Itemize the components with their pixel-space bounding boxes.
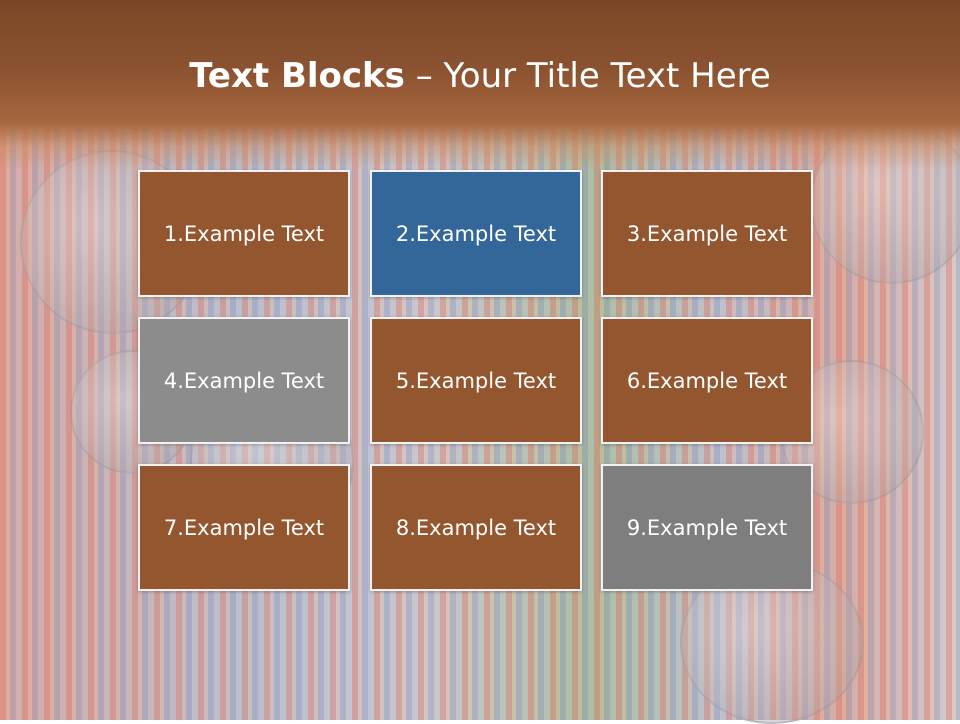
- text-block-label: 8.Example Text: [395, 515, 557, 540]
- text-block-label: 4.Example Text: [163, 368, 325, 393]
- text-block-label: 6.Example Text: [626, 368, 788, 393]
- text-block-2[interactable]: 2.Example Text: [370, 170, 582, 297]
- text-block-label: 1.Example Text: [163, 221, 325, 246]
- title-dash: –: [404, 56, 444, 96]
- title-rest: Your Title Text Here: [443, 56, 771, 96]
- text-block-label: 3.Example Text: [626, 221, 788, 246]
- text-block-8[interactable]: 8.Example Text: [370, 464, 582, 591]
- text-block-label: 2.Example Text: [395, 221, 557, 246]
- title-banner: [0, 0, 960, 170]
- text-block-6[interactable]: 6.Example Text: [601, 317, 813, 444]
- text-block-4[interactable]: 4.Example Text: [138, 317, 350, 444]
- text-block-label: 5.Example Text: [395, 368, 557, 393]
- slide-title: Text Blocks – Your Title Text Here: [0, 52, 960, 100]
- text-block-3[interactable]: 3.Example Text: [601, 170, 813, 297]
- text-block-label: 7.Example Text: [163, 515, 325, 540]
- text-block-label: 9.Example Text: [626, 515, 788, 540]
- text-block-5[interactable]: 5.Example Text: [370, 317, 582, 444]
- text-block-9[interactable]: 9.Example Text: [601, 464, 813, 591]
- title-bold-part: Text Blocks: [189, 56, 405, 96]
- text-block-7[interactable]: 7.Example Text: [138, 464, 350, 591]
- text-block-1[interactable]: 1.Example Text: [138, 170, 350, 297]
